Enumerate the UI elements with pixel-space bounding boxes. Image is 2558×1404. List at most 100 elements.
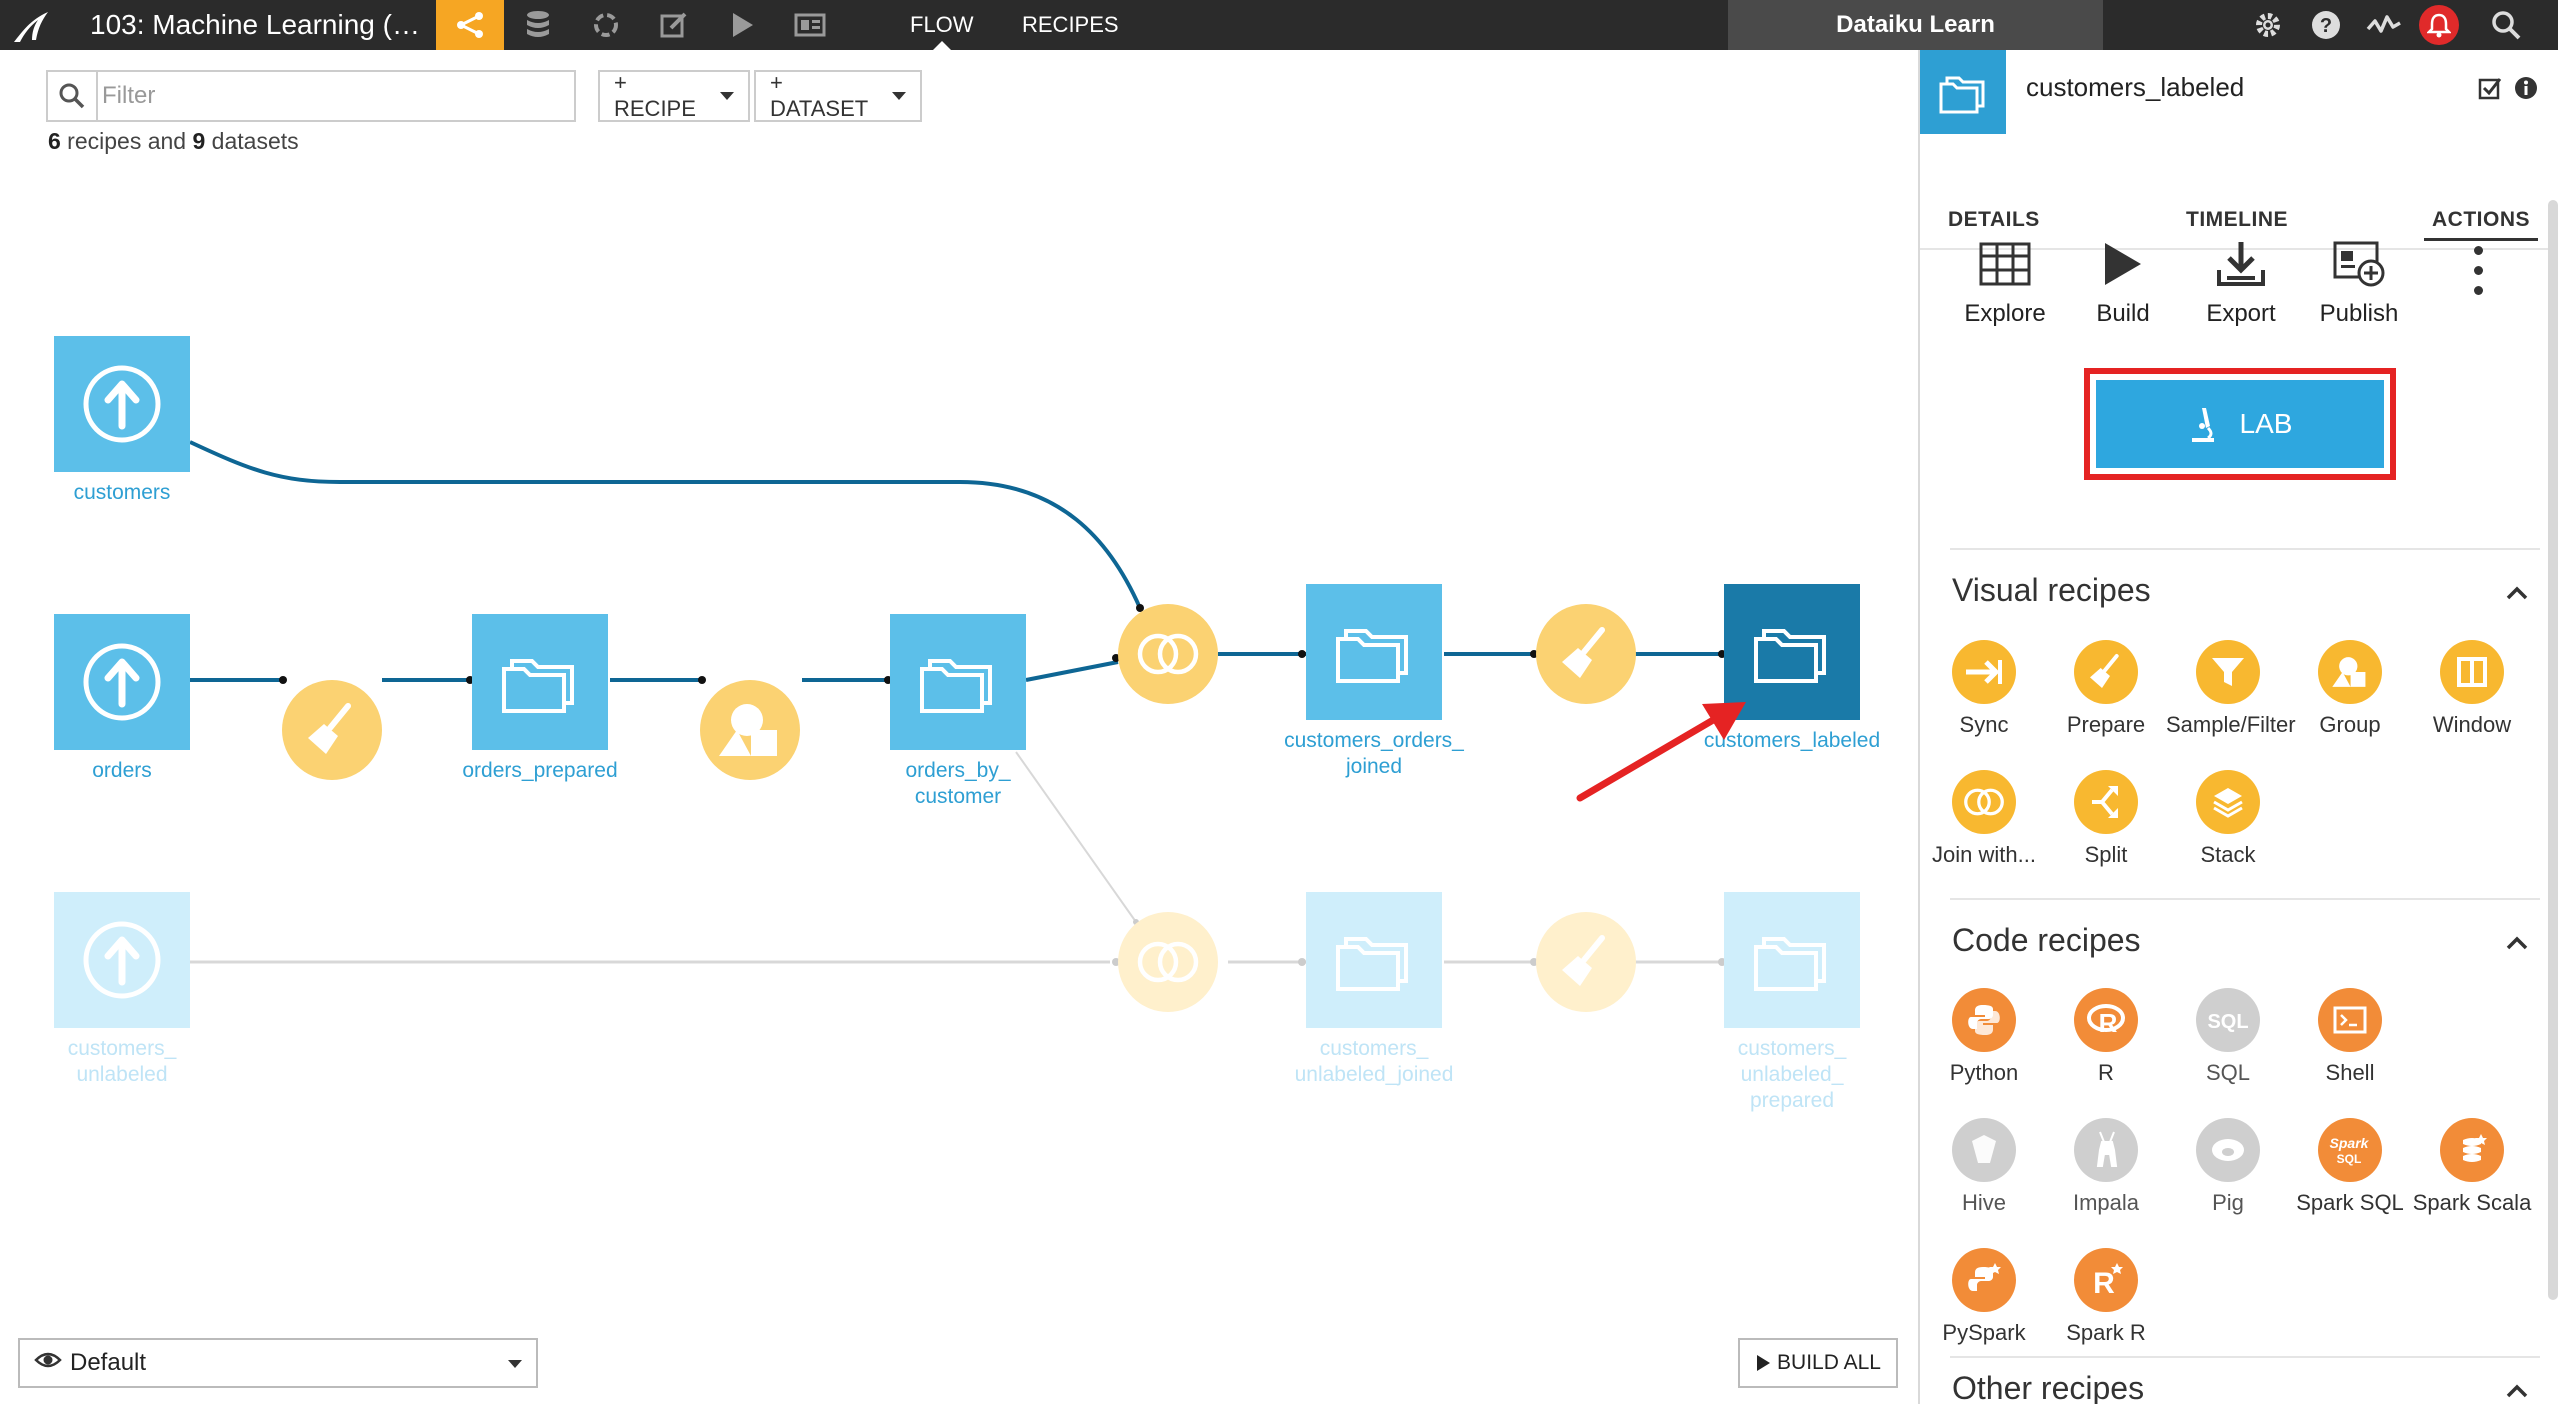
search-icon[interactable] [2478,0,2534,50]
add-recipe-label: + RECIPE [614,70,696,121]
add-dataset-button[interactable]: + DATASET [754,70,922,122]
recipe-spark-scala[interactable]: Spark Scala [2410,1118,2534,1216]
dataset-customers-unlabeled[interactable] [54,892,190,1028]
dataset-customers[interactable] [54,336,190,472]
zone-label: Default [70,1349,147,1376]
join-icon [1137,633,1199,675]
project-title[interactable]: 103: Machine Learning (… [90,9,420,40]
recipe-group[interactable] [700,680,800,780]
recipe-spark-r[interactable]: R Spark R [2044,1248,2168,1346]
tab-recipes[interactable]: RECIPES [1022,12,1119,37]
publish-icon [2333,241,2385,287]
flow-canvas[interactable]: customers orders orders_prepared orders_… [0,50,1916,1404]
lab-button-label: LAB [2239,408,2293,439]
folder-icon [920,659,992,713]
dataset-label[interactable]: orders [92,759,152,782]
dataset-orders-by-customer[interactable] [890,614,1026,750]
chevron-up-icon[interactable] [2506,586,2528,600]
dataset-label[interactable]: customers_unlabeled_joined [1294,1037,1454,1086]
recipe-hive[interactable]: Hive [1922,1118,2046,1216]
other-recipes-title[interactable]: Other recipes [1952,1370,2145,1404]
dataset-customers-unlabeled-prepared[interactable] [1724,892,1860,1028]
split-icon [2092,786,2118,818]
chevron-up-icon[interactable] [2506,1384,2528,1398]
recipe-split[interactable]: Split [2044,770,2168,868]
flow-icon[interactable] [436,0,504,50]
dataset-label[interactable]: orders_prepared [462,759,618,782]
dataset-label[interactable]: customers_unlabeled_prepared [1737,1037,1847,1112]
recipe-sql[interactable]: SQL SQL [2166,988,2290,1086]
tab-details[interactable]: DETAILS [1948,208,2040,231]
publish-action[interactable]: Publish [2304,236,2414,328]
lab-button[interactable]: LAB [2096,380,2384,468]
build-action[interactable]: Build [2068,236,2178,328]
recipe-pyspark[interactable]: PySpark [1922,1248,2046,1346]
explore-action[interactable]: Explore [1950,236,2060,328]
recipe-r[interactable]: R R [2044,988,2168,1086]
hive-icon [1972,1135,1996,1163]
recipe-sync[interactable]: Sync [1922,640,2046,738]
dataset-label[interactable]: customers_unlabeled [67,1037,177,1086]
recipe-prepare[interactable] [1536,604,1636,704]
recipe-shell[interactable]: Shell [2288,988,2412,1086]
filter-input[interactable] [102,72,572,120]
python-icon [1968,1005,2000,1035]
dataset-customers-unlabeled-joined[interactable] [1306,892,1442,1028]
recipe-prepare[interactable] [282,680,382,780]
visual-recipes-title[interactable]: Visual recipes [1952,572,2151,608]
activity-icon[interactable] [2356,0,2412,50]
dataset-customers-labeled[interactable] [1724,584,1860,720]
select-checkbox-icon[interactable] [2478,76,2502,100]
jobs-icon[interactable] [708,0,776,50]
dataset-label[interactable]: customers_labeled [1703,729,1881,752]
recipe-join[interactable] [1118,912,1218,1012]
dataset-customers-orders-joined[interactable] [1306,584,1442,720]
recipe-stack[interactable]: Stack [2166,770,2290,868]
code-recipes-title[interactable]: Code recipes [1952,922,2141,958]
download-icon [2217,242,2265,286]
notifications-icon[interactable] [2419,5,2459,45]
recipe-sample-filter[interactable]: Sample/Filter [2166,640,2296,738]
build-all-button[interactable]: BUILD ALL [1738,1338,1898,1388]
info-icon[interactable] [2514,76,2538,100]
broom-icon [308,703,351,754]
panel-tools [2478,76,2538,100]
datasets-icon[interactable] [504,0,572,50]
add-recipe-button[interactable]: + RECIPE [598,70,750,122]
dataiku-logo-icon[interactable] [8,6,68,46]
zone-select[interactable]: Default [18,1338,538,1388]
help-icon[interactable]: ? [2298,0,2354,50]
dataset-orders[interactable] [54,614,190,750]
instance-name[interactable]: Dataiku Learn [1728,0,2103,50]
svg-text:R: R [2093,1267,2115,1299]
export-action[interactable]: Export [2186,236,2296,328]
recipe-window[interactable]: Window [2410,640,2534,738]
recipe-group[interactable]: Group [2288,640,2412,738]
tab-actions[interactable]: ACTIONS [2424,208,2538,241]
play-icon [1757,1355,1771,1371]
lab-icon[interactable] [572,0,640,50]
folder-icon [1754,937,1826,991]
dataset-orders-prepared[interactable] [472,614,608,750]
notebooks-icon[interactable] [640,0,708,50]
chevron-up-icon[interactable] [2506,936,2528,950]
more-actions-icon[interactable] [2468,246,2488,306]
recipe-prepare[interactable] [1536,912,1636,1012]
recipe-prepare[interactable]: Prepare [2044,640,2168,738]
spark-r-icon: R [2093,1263,2123,1299]
dashboards-icon[interactable] [776,0,844,50]
recipe-python[interactable]: Python [1922,988,2046,1086]
settings-icon[interactable] [2240,0,2296,50]
tab-flow[interactable]: FLOW [910,0,974,50]
dataset-label[interactable]: customers [73,481,171,504]
recipe-join[interactable] [1118,604,1218,704]
recipe-impala[interactable]: Impala [2044,1118,2168,1216]
dataset-label[interactable]: customers_orders_joined [1284,729,1464,778]
panel-scrollbar[interactable] [2548,200,2558,1300]
recipe-pig[interactable]: Pig [2166,1118,2290,1216]
recipe-join-with[interactable]: Join with... [1922,770,2046,868]
tab-timeline[interactable]: TIMELINE [2186,208,2288,231]
dataset-label[interactable]: orders_by_customer [905,759,1011,808]
